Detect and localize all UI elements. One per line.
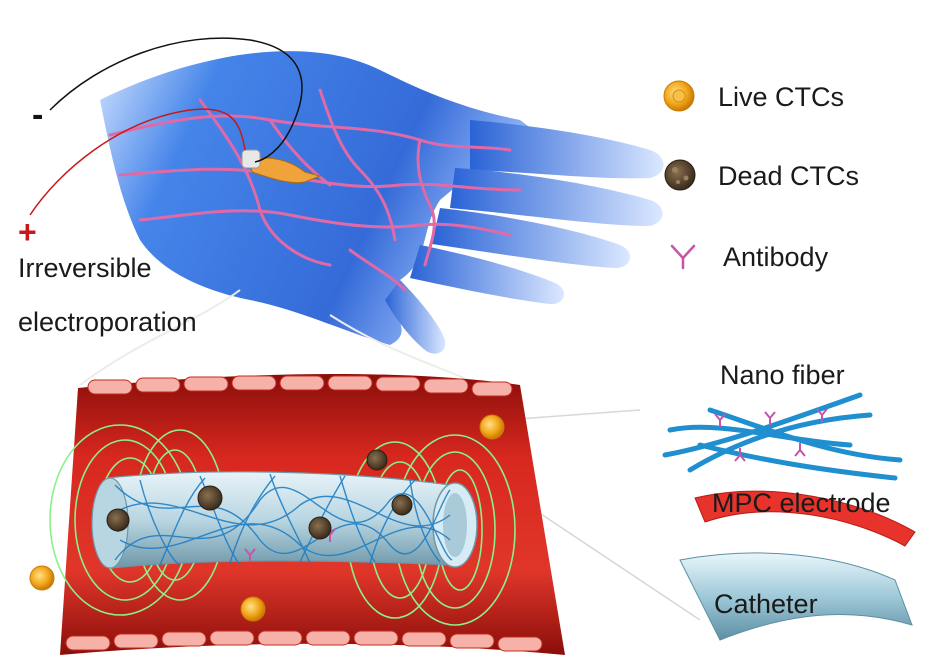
- mpc-electrode-label: MPC electrode: [712, 488, 891, 518]
- irreversible-label: Irreversible: [18, 253, 152, 283]
- finger-ring: [432, 208, 631, 268]
- vessel-bottom-lining: [65, 630, 543, 652]
- zoom-callout-inset-top: [504, 409, 641, 421]
- hand-body: [100, 51, 560, 345]
- positive-wire: [29, 108, 246, 216]
- antibody-on-fiber: [714, 408, 828, 462]
- legend-dead-ctcs: Dead CTCs: [718, 161, 860, 191]
- finger-little: [410, 245, 565, 305]
- live-ctc-cells: [29, 414, 505, 622]
- legend-antibody: Antibody: [723, 242, 829, 272]
- zoom-callout-left: [79, 289, 241, 386]
- layer-inset: [662, 392, 916, 641]
- negative-wire: [49, 37, 303, 163]
- positive-terminal-sign: +: [18, 214, 37, 250]
- hand-thumb: [385, 280, 446, 354]
- blood-vessel-section: [29, 373, 565, 655]
- electrode-layer: [694, 490, 916, 547]
- vein-network: [108, 88, 522, 292]
- legend-live-ctcs: Live CTCs: [718, 82, 845, 112]
- nano-fiber-label: Nano fiber: [720, 360, 845, 390]
- live-ctc-icon: [663, 80, 695, 112]
- nanofiber-mesh: [114, 473, 453, 566]
- catheter-device: [241, 149, 322, 184]
- zoom-callout-inset-bottom: [519, 499, 701, 621]
- finger-middle: [450, 168, 663, 226]
- catheter-layer: [679, 552, 913, 641]
- antibody-icon: [670, 244, 696, 270]
- catheter-label: Catheter: [714, 589, 818, 619]
- electroporation-label: electroporation: [18, 307, 197, 337]
- dead-ctc-cells: [106, 449, 413, 540]
- hand-illustration: [100, 51, 664, 354]
- nanofiber-layer: [662, 392, 903, 481]
- negative-terminal-sign: -: [32, 96, 43, 134]
- dead-ctc-icon: [664, 159, 696, 191]
- vessel-top-lining: [87, 375, 513, 397]
- finger-index: [470, 120, 664, 179]
